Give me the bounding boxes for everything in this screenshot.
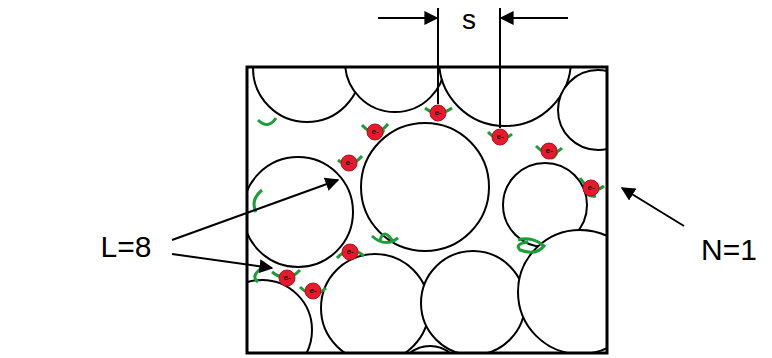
electron-label: e- xyxy=(496,133,503,141)
dimension-arrow xyxy=(501,17,568,19)
particle xyxy=(361,123,489,251)
particle xyxy=(439,67,571,126)
binder-bridge xyxy=(425,108,452,117)
particle xyxy=(421,251,525,353)
electron-label: e- xyxy=(434,109,441,117)
electron-dot xyxy=(342,244,358,260)
leader-line xyxy=(172,254,272,268)
particle xyxy=(247,157,353,267)
electron-dot xyxy=(492,129,508,145)
particles xyxy=(247,67,607,353)
particle xyxy=(558,70,607,150)
electron-dot xyxy=(279,270,295,286)
particle xyxy=(321,254,429,353)
particle xyxy=(345,67,445,112)
electron-label: e- xyxy=(345,159,352,167)
binder-bridge xyxy=(254,118,276,212)
leader-line xyxy=(172,180,338,240)
leaders xyxy=(172,180,684,268)
electron-label: e- xyxy=(283,274,290,282)
electron-dot xyxy=(367,124,383,140)
electron-label: e- xyxy=(346,248,353,256)
count-label: N=1 xyxy=(701,235,757,265)
electrons xyxy=(279,105,599,299)
dimension-label: s xyxy=(462,6,476,34)
extension-line xyxy=(437,8,439,104)
electron-label: e- xyxy=(545,147,552,155)
electron-label: e- xyxy=(309,287,316,295)
electron-dot xyxy=(341,155,357,171)
count-label: L=8 xyxy=(101,232,152,262)
particle xyxy=(253,67,361,122)
sample-box xyxy=(247,67,607,353)
binder-bridge xyxy=(580,178,604,196)
electron-dot xyxy=(541,143,557,159)
binder-bridge xyxy=(518,239,544,252)
leader-line xyxy=(622,188,684,226)
electron-dot xyxy=(305,283,321,299)
electron-label: e- xyxy=(587,184,594,192)
electron-dot xyxy=(583,180,599,196)
dimension-arrow xyxy=(378,17,437,19)
electron-dot xyxy=(430,105,446,121)
binder xyxy=(254,108,604,294)
extension-line xyxy=(499,8,501,128)
electron-label: e- xyxy=(371,128,378,136)
particle xyxy=(518,230,607,353)
